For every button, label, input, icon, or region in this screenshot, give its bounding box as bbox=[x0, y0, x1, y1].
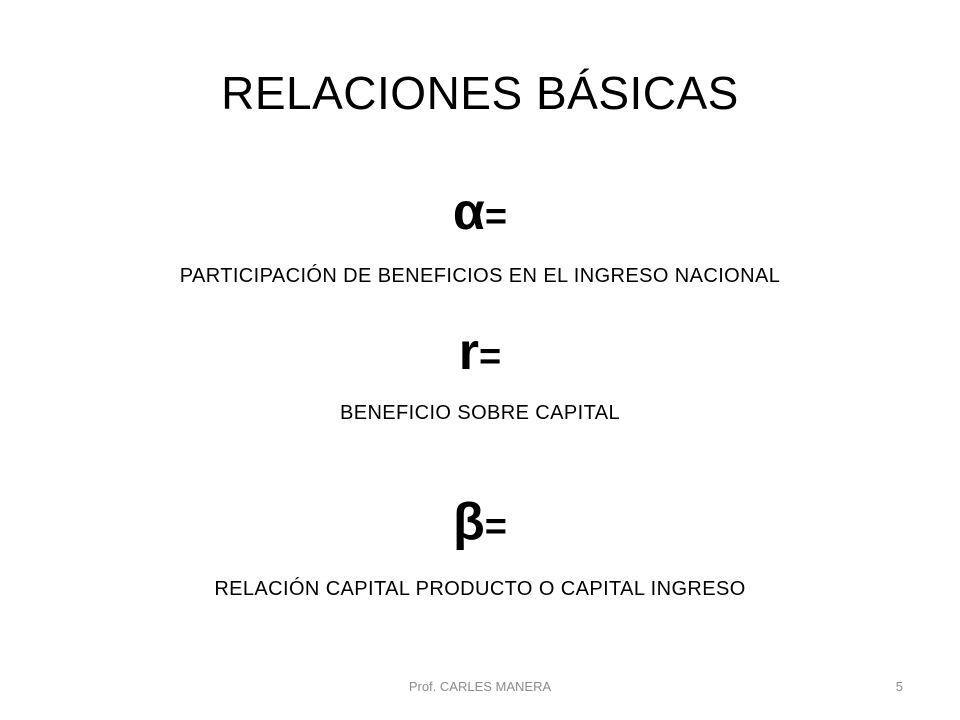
alpha-symbol: α bbox=[452, 183, 485, 241]
beta-symbol: β bbox=[453, 493, 485, 551]
footer-author: Prof. CARLES MANERA bbox=[408, 679, 552, 694]
r-description: BENEFICIO SOBRE CAPITAL bbox=[339, 402, 620, 424]
alpha-description: PARTICIPACIÓN DE BENEFICIOS EN EL INGRES… bbox=[179, 265, 781, 287]
footer-page-number: 5 bbox=[895, 679, 903, 694]
alpha-equals: = bbox=[484, 196, 508, 238]
beta-description: RELACIÓN CAPITAL PRODUCTO O CAPITAL INGR… bbox=[214, 578, 746, 600]
beta-symbol-line: β= bbox=[0, 490, 960, 559]
alpha-symbol-line: α= bbox=[0, 180, 960, 249]
slide-title: RELACIONES BÁSICAS bbox=[221, 67, 739, 119]
r-symbol: r bbox=[458, 323, 480, 381]
r-equals: = bbox=[479, 336, 502, 378]
beta-equals: = bbox=[484, 506, 507, 548]
r-symbol-line: r= bbox=[0, 320, 960, 389]
